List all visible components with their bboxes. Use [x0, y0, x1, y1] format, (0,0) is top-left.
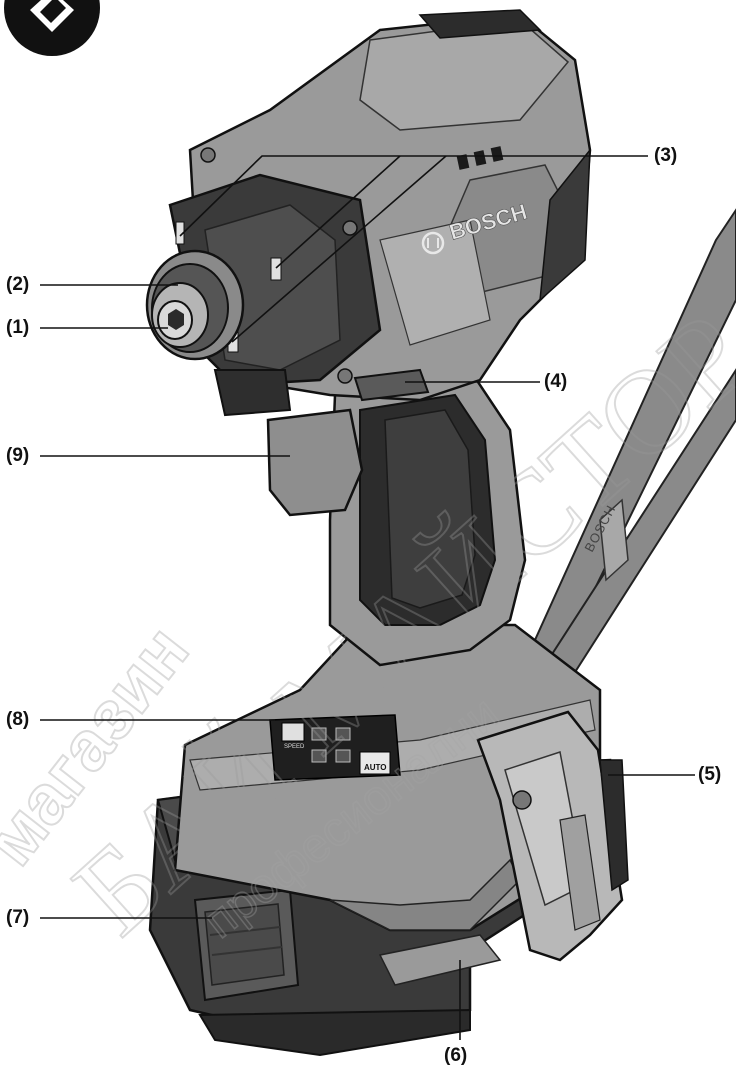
housing-screws [200, 147, 358, 384]
battery-release-button [193, 888, 300, 1002]
callout-1: (1) [6, 317, 30, 338]
bit-holder-chuck [145, 249, 245, 361]
leader-lines [40, 155, 695, 1040]
rotation-direction-switch [353, 368, 430, 402]
belt-clip [476, 710, 629, 962]
belt-strap [533, 208, 736, 682]
callout-8: (8) [6, 709, 30, 730]
leader-line-3c [231, 155, 447, 343]
brand-logo [421, 231, 445, 255]
manual-book-icon [4, 0, 100, 56]
panel-auto-label: AUTO [364, 763, 387, 772]
mode-control-panel [269, 714, 401, 781]
callout-3: (3) [654, 145, 678, 166]
leader-line-3b [275, 155, 401, 269]
panel-speed-label: SPEED [284, 744, 305, 750]
callout-6: (6) [444, 1045, 468, 1066]
trigger-switch [266, 408, 364, 517]
callout-4: (4) [544, 371, 568, 392]
vent-slots [456, 146, 504, 170]
callout-9: (9) [6, 445, 30, 466]
callout-5: (5) [698, 764, 722, 785]
callout-7: (7) [6, 907, 30, 928]
callout-2: (2) [6, 274, 30, 295]
leader-line-3a [179, 155, 648, 237]
handle-grip [328, 368, 527, 667]
battery-charge-stripe [378, 934, 502, 986]
